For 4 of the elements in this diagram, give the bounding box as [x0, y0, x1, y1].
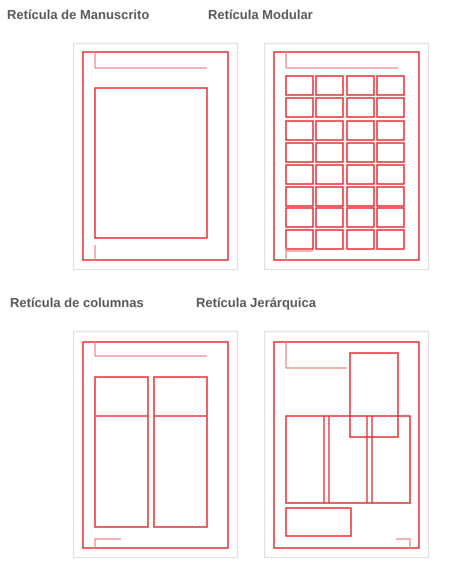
grid-title: Retícula Modular: [208, 7, 313, 22]
grid-title: Retícula Jerárquica: [196, 295, 316, 310]
grid-title: Retícula de Manuscrito: [7, 7, 150, 22]
grid-title: Retícula de columnas: [10, 295, 144, 310]
